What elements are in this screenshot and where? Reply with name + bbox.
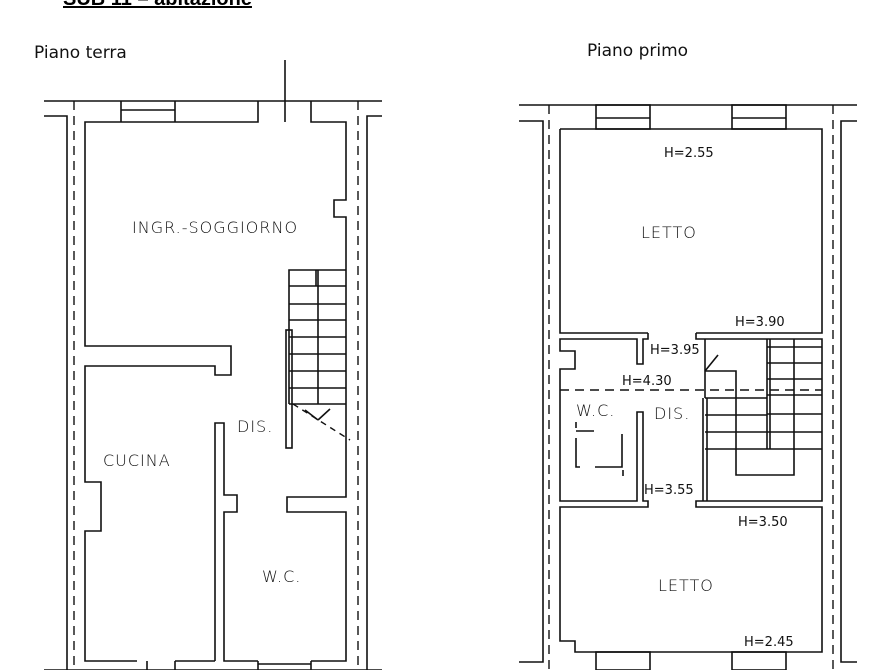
room-label-living: INGR.-SOGGIORNO: [132, 218, 298, 237]
ground-floor-stairs: [285, 269, 351, 449]
ground-floor-label: Piano terra: [34, 43, 127, 63]
room-label-bedroom-bottom: LETTO: [658, 576, 714, 595]
first-floor-walls: [519, 104, 857, 670]
shower-fixture: [575, 422, 624, 476]
height-label: H=3.55: [644, 483, 694, 498]
height-label: H=3.50: [738, 515, 788, 530]
height-label: H=4.30: [622, 374, 672, 389]
room-label-wc: W.C.: [576, 401, 615, 420]
height-label: H=2.45: [744, 635, 794, 650]
first-floor-plan: Piano primo: [519, 41, 857, 670]
room-label-wc: W.C.: [262, 567, 301, 586]
room-label-hall: DIS.: [654, 404, 690, 423]
first-floor-stairs: [702, 339, 822, 501]
height-label: H=3.95: [650, 343, 700, 358]
document-title: SUB 11 – abitazione: [63, 0, 252, 10]
ground-floor-plan: Piano terra: [34, 43, 382, 670]
room-label-hall: DIS.: [237, 417, 273, 436]
height-label: H=3.90: [735, 315, 785, 330]
height-label: H=2.55: [664, 146, 714, 161]
first-floor-label: Piano primo: [587, 41, 688, 61]
room-label-kitchen: CUCINA: [103, 451, 171, 470]
ground-floor-walls: [44, 60, 382, 670]
room-label-bedroom-top: LETTO: [641, 223, 697, 242]
